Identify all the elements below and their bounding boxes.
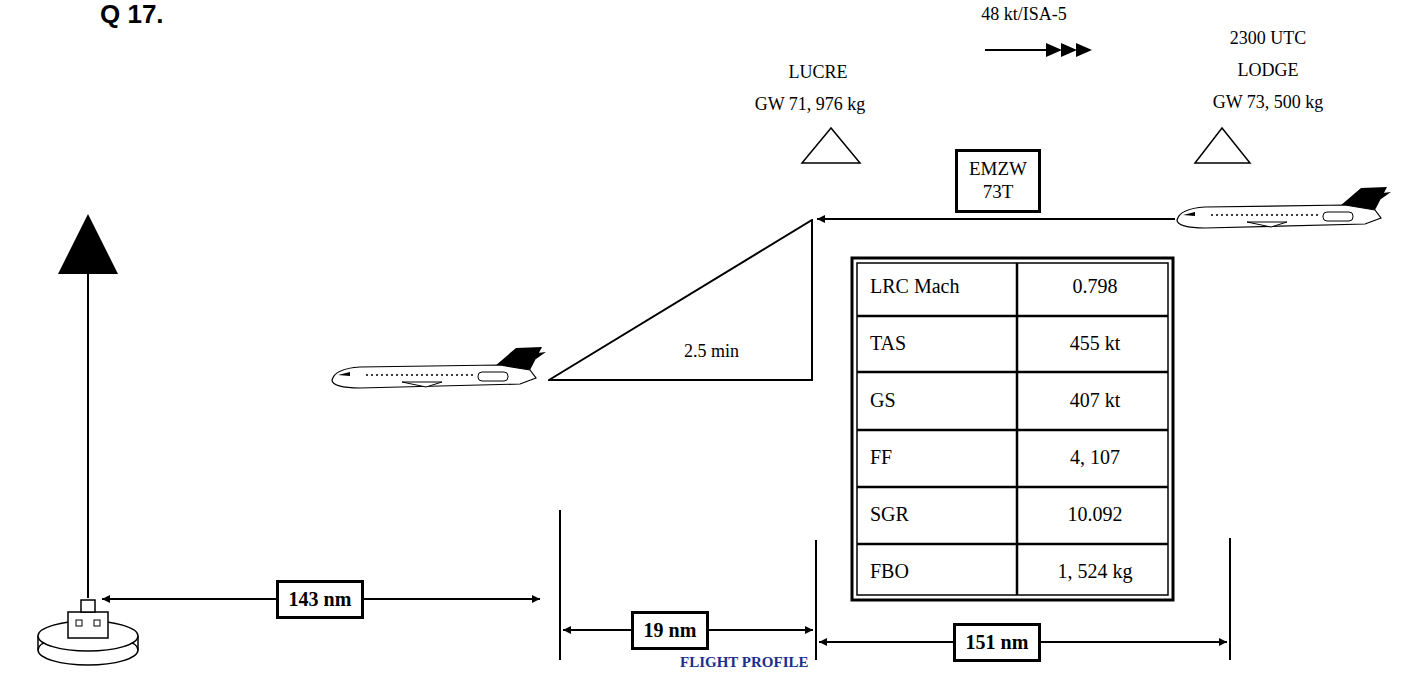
north-arrow [58, 214, 118, 274]
profile-caption: FLIGHT PROFILE [680, 654, 809, 671]
distance-box: 151 nm [953, 623, 1042, 662]
vor-antenna [81, 600, 95, 612]
table-cell: 10.092 [1068, 503, 1123, 526]
vor-station [38, 600, 138, 665]
waypoint-name: LODGE [1238, 60, 1299, 81]
dimension-tick [815, 540, 817, 660]
distance-value: 143 nm [289, 588, 352, 611]
distance-value: 151 nm [966, 631, 1029, 654]
table-grid [857, 263, 1168, 595]
table-cell: 0.798 [1073, 275, 1118, 298]
descent-time: 2.5 min [684, 341, 739, 362]
table-cell: 4, 107 [1070, 446, 1120, 469]
question-title: Q 17. [100, 0, 164, 30]
table-border [852, 258, 1173, 600]
table-cell: 455 kt [1070, 332, 1121, 355]
table-cell: TAS [870, 332, 906, 355]
waypoint-triangle [1195, 128, 1250, 163]
triangle-outline [549, 220, 812, 380]
table-cell: GS [870, 389, 896, 412]
gross-weight: GW 71, 976 kg [755, 94, 866, 115]
descent-triangle: 2.5 min [548, 219, 813, 381]
wind-arrowheads [1046, 43, 1092, 57]
vor-window [76, 620, 82, 626]
waypoint-triangle [802, 128, 860, 163]
table-cell: SGR [870, 503, 909, 526]
dimension-tick [559, 510, 561, 660]
dimension-tick [1229, 538, 1231, 660]
table-cell: FBO [870, 560, 909, 583]
table-cell: 1, 524 kg [1058, 560, 1133, 583]
table-cell: 407 kt [1070, 389, 1121, 412]
vor-housing [68, 612, 108, 638]
aircraft [1177, 187, 1391, 228]
distance-value: 19 nm [644, 619, 697, 642]
triangle-outline [548, 219, 813, 381]
table-cell: FF [870, 446, 892, 469]
aircraft [332, 347, 546, 388]
gross-weight: GW 73, 500 kg [1213, 92, 1324, 113]
distance-box: 19 nm [631, 611, 710, 650]
vor-window [94, 620, 100, 626]
flight-path-arrow [817, 218, 1175, 220]
flight-level: EMZW 73T [965, 158, 1031, 204]
north-line [87, 274, 89, 598]
flight-level-box: EMZW 73T [955, 149, 1041, 213]
time-label: 2300 UTC [1230, 28, 1307, 49]
table-border [857, 263, 1168, 595]
waypoint-name: LUCRE [788, 62, 847, 83]
distance-box: 143 nm [276, 580, 365, 619]
table-cell: LRC Mach [870, 275, 959, 298]
wind-label: 48 kt/ISA-5 [981, 4, 1067, 25]
